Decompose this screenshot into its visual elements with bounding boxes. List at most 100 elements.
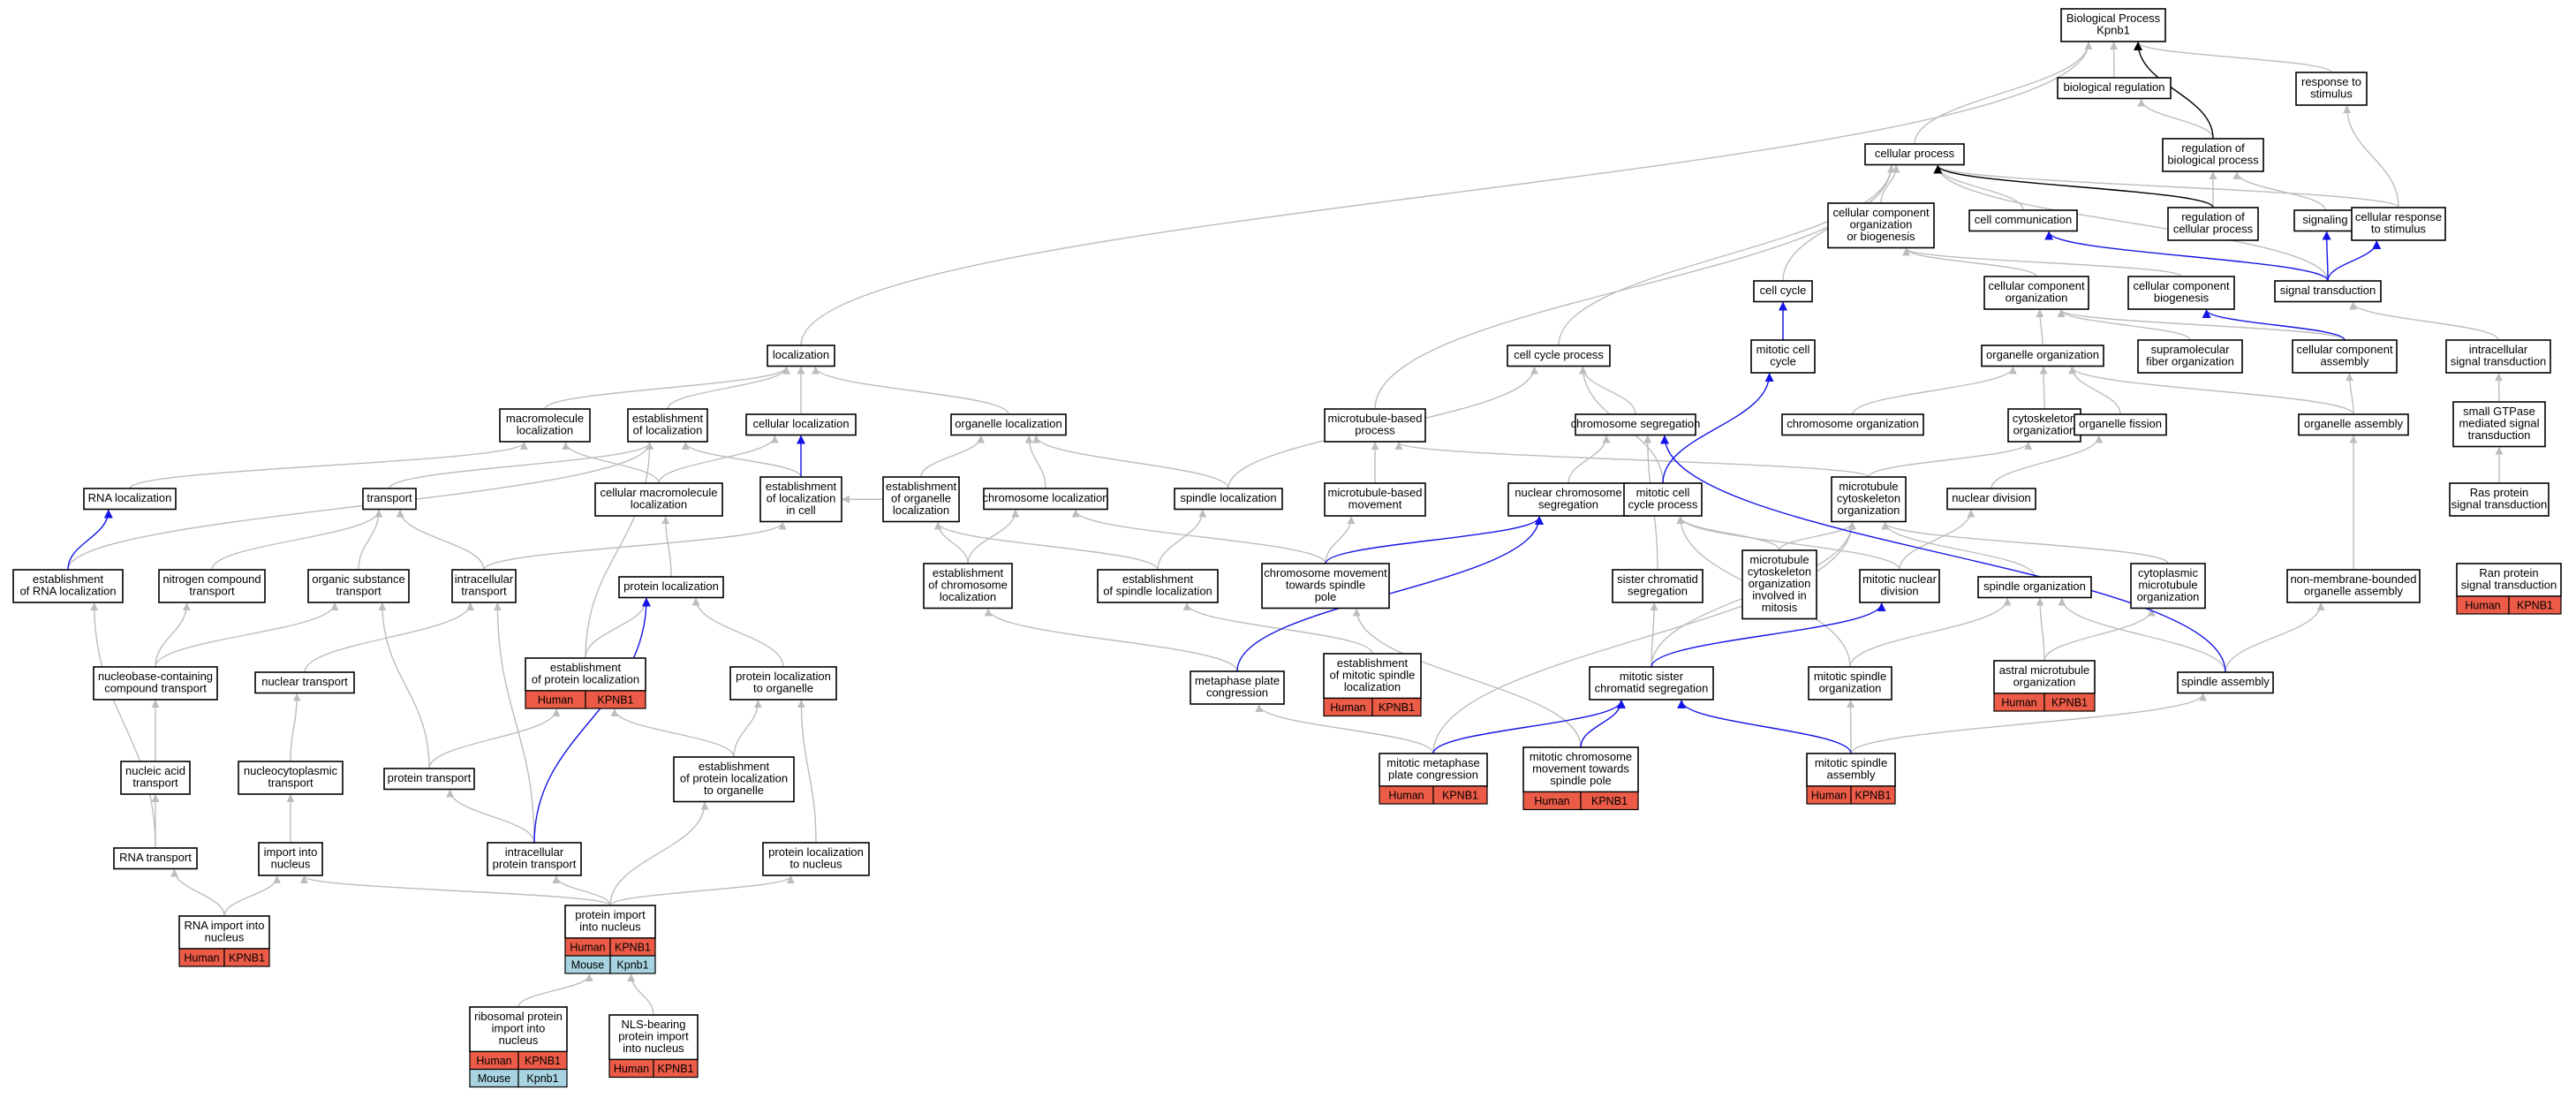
go-term-protein-transport[interactable]: protein transport bbox=[383, 768, 475, 791]
go-term-rna-localization[interactable]: RNA localization bbox=[83, 488, 177, 511]
node-frame bbox=[673, 756, 795, 803]
go-term-organelle-localization[interactable]: organelle localization bbox=[950, 413, 1067, 436]
go-term-chromosome-organization[interactable]: chromosome organization bbox=[1781, 413, 1924, 436]
node-label-line: process bbox=[1355, 424, 1395, 437]
go-term-organelle-fission[interactable]: organelle fission bbox=[2074, 413, 2167, 436]
go-term-spindle-organization[interactable]: spindle organization bbox=[1977, 576, 2092, 599]
go-term-organelle-assembly[interactable]: organelle assembly bbox=[2298, 413, 2409, 436]
node-label-line: organelle localization bbox=[955, 417, 1061, 430]
is-a-edge bbox=[304, 602, 475, 673]
node-label-line: spindle assembly bbox=[2181, 675, 2270, 688]
is-a-edge bbox=[1914, 42, 2093, 145]
node-label-line: organization bbox=[2013, 424, 2076, 437]
go-term-signaling[interactable]: signaling bbox=[2293, 209, 2357, 232]
go-term-nuclear-division[interactable]: nuclear division bbox=[1946, 488, 2036, 511]
node-label-line: nuclear division bbox=[1952, 491, 2031, 504]
go-term-spindle-assembly[interactable]: spindle assembly bbox=[2177, 671, 2274, 694]
go-term-cell-cycle[interactable]: cell cycle bbox=[1753, 280, 1813, 303]
go-term-organelle-organization[interactable]: organelle organization bbox=[1981, 345, 2104, 367]
go-term-cellular-process[interactable]: cellular process bbox=[1864, 143, 1965, 166]
go-term-chromosome-segregation[interactable]: chromosome segregation bbox=[1571, 413, 1701, 436]
gene-label: Kpnb1 bbox=[616, 959, 648, 972]
go-term-nuclear-transport[interactable]: nuclear transport bbox=[254, 671, 355, 694]
go-term-spindle-localization[interactable]: spindle localization bbox=[1174, 488, 1283, 511]
go-term-rna-transport[interactable]: RNA transport bbox=[113, 847, 198, 870]
go-term-protein-localization[interactable]: protein localization bbox=[618, 576, 724, 599]
go-term-cellular-localization[interactable]: cellular localization bbox=[745, 413, 857, 436]
go-term-localization[interactable]: localization bbox=[767, 345, 835, 367]
node-label-line: regulation of bbox=[2181, 141, 2245, 155]
go-term-chromosome-localization[interactable]: chromosome localization bbox=[982, 488, 1109, 511]
node-label-line: organization bbox=[1749, 577, 1811, 590]
go-term-cell-cycle-process[interactable]: cell cycle process bbox=[1507, 345, 1611, 367]
go-term-cell-communication[interactable]: cell communication bbox=[1968, 209, 2078, 232]
go-term-transport[interactable]: transport bbox=[362, 488, 417, 511]
node-frame bbox=[1612, 569, 1703, 603]
is-a-edge bbox=[812, 366, 1009, 415]
node-frame bbox=[2130, 563, 2206, 610]
go-term-signal-transduction[interactable]: signal transduction bbox=[2274, 280, 2382, 303]
go-term-microtubule-cytoskeleton-org-in-mitosis[interactable]: microtubulecytoskeletonorganizationinvol… bbox=[1741, 549, 1817, 620]
go-term-biological-regulation[interactable]: biological regulation bbox=[2057, 77, 2172, 100]
